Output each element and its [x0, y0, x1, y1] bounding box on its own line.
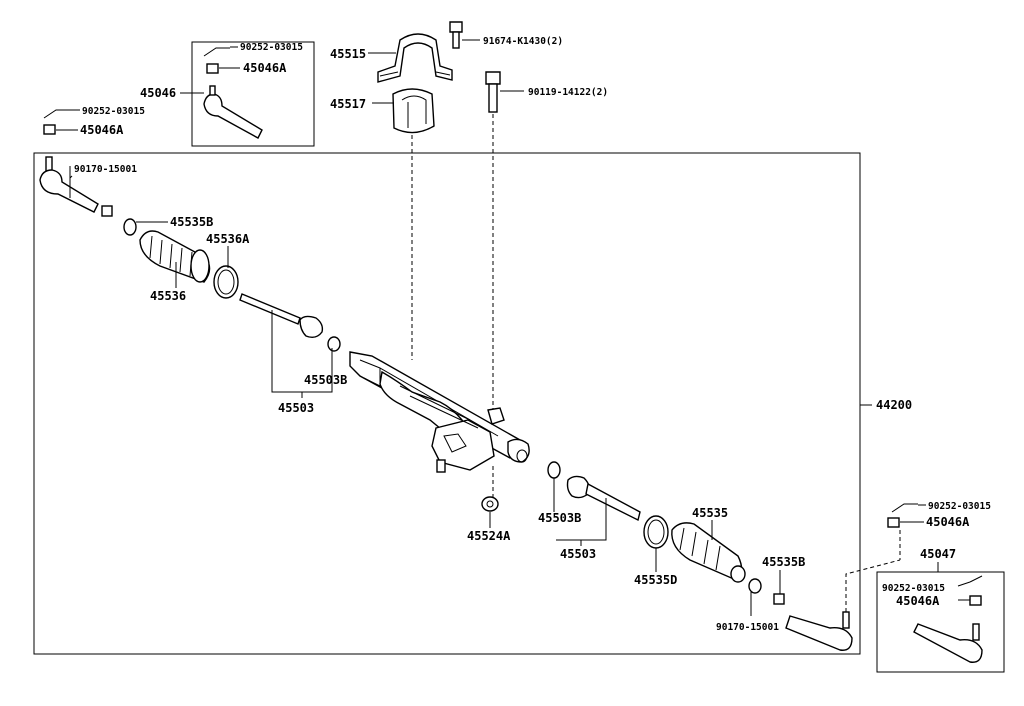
- right-pin-nut: [887, 503, 918, 528]
- label-right-nut: 45046A: [926, 515, 970, 529]
- label-inset-left-pin: 90252-03015: [240, 42, 303, 53]
- tie-rod-right: [566, 475, 641, 522]
- label-left-pin: 90252-03015: [82, 106, 145, 117]
- bushing-45517: [392, 88, 435, 134]
- label-assembly: 44200: [876, 398, 912, 412]
- clip-right: [773, 593, 785, 605]
- label-bolt-91674: 91674-K1430(2): [483, 36, 563, 47]
- clamp-right: [748, 578, 762, 594]
- label-left-clamp: 45535B: [170, 215, 213, 229]
- label-center-bushing: 45524A: [467, 529, 511, 543]
- inset-box-right: [876, 571, 1005, 673]
- boot-left: [139, 230, 211, 283]
- inset-box-left: [191, 41, 315, 147]
- bolt-90119: [485, 71, 501, 113]
- tie-rod-left: [239, 293, 341, 352]
- label-bolt-90119: 90119-14122(2): [528, 87, 608, 98]
- label-inset-right-pin: 90252-03015: [882, 583, 945, 594]
- label-right-washer: 45503B: [538, 511, 581, 525]
- washer-right: [547, 461, 561, 479]
- label-right-clip: 90170-15001: [716, 622, 779, 633]
- label-right-boot: 45535: [692, 506, 728, 520]
- label-tie-rod-end-right: 45047: [920, 547, 956, 561]
- left-pin-nut: [43, 109, 72, 135]
- bracket-45515: [377, 33, 453, 83]
- label-inset-right-nut: 45046A: [896, 594, 940, 608]
- label-bracket-45515: 45515: [330, 47, 366, 61]
- tie-rod-end-left: [39, 156, 113, 217]
- bolt-91674: [449, 21, 463, 49]
- steering-rack: [349, 351, 530, 473]
- label-right-boot-clamp: 45535D: [634, 573, 677, 587]
- label-bushing-45517: 45517: [330, 97, 366, 111]
- label-left-tie-rod: 45503: [278, 401, 314, 415]
- label-tie-rod-end-left: 45046: [140, 86, 176, 100]
- boot-clamp-left: [213, 265, 239, 299]
- label-right-clamp: 45535B: [762, 555, 805, 569]
- label-left-boot: 45536: [150, 289, 186, 303]
- bushing-45524A: [481, 496, 499, 512]
- label-left-washer: 45503B: [304, 373, 347, 387]
- label-left-clip: 90170-15001: [74, 164, 137, 175]
- boot-right: [671, 522, 746, 583]
- label-right-tie-rod: 45503: [560, 547, 596, 561]
- label-left-boot-clamp: 45536A: [206, 232, 250, 246]
- boot-clamp-right: [643, 515, 669, 549]
- tie-rod-end-right: [785, 611, 853, 651]
- assembly-frame: [33, 152, 861, 655]
- label-right-pin: 90252-03015: [928, 501, 991, 512]
- clamp-left: [123, 218, 137, 236]
- label-left-nut: 45046A: [80, 123, 124, 137]
- inset-left-parts: [203, 47, 263, 139]
- label-inset-left-nut: 45046A: [243, 61, 287, 75]
